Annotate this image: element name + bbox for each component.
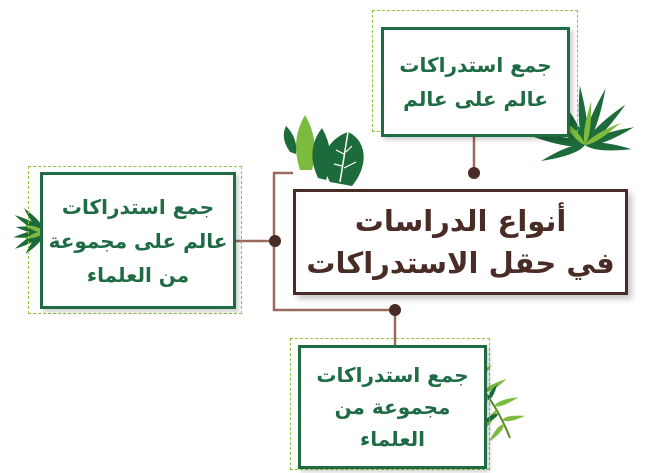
main-title-line-1: أنواع الدراسات [354, 204, 567, 238]
connector-dot-bottom [389, 304, 401, 316]
dashed-frame-bottom [290, 338, 490, 470]
type-box-left: جمع استدراكات عالم على مجموعة من العلماء [40, 172, 236, 309]
connector-dot-top [468, 167, 480, 179]
type-box-bottom-line-1: جمع استدراكات [316, 363, 469, 387]
type-box-bottom: جمع استدراكات مجموعة من العلماء [298, 345, 487, 469]
connector-dots [269, 167, 480, 316]
connector-dot-left [269, 235, 281, 247]
dashed-frame-left [28, 166, 242, 314]
type-box-top: جمع استدراكات عالم على عالم [381, 27, 570, 137]
main-title-box: أنواع الدراسات في حقل الاستدراكات [293, 189, 628, 295]
type-box-left-line-2: عالم على مجموعة [48, 228, 228, 253]
type-box-left-line-1: جمع استدراكات [61, 194, 215, 219]
type-box-left-line-3: من العلماء [86, 262, 190, 287]
monstera-leaf-icon [283, 115, 364, 186]
main-title-line-2: في حقل الاستدراكات [306, 246, 615, 280]
type-box-top-line-2: عالم على عالم [403, 87, 548, 111]
type-box-top-line-1: جمع استدراكات [399, 53, 552, 77]
type-box-bottom-line-2: مجموعة من [334, 395, 451, 419]
type-box-bottom-line-3: العلماء [360, 427, 425, 451]
